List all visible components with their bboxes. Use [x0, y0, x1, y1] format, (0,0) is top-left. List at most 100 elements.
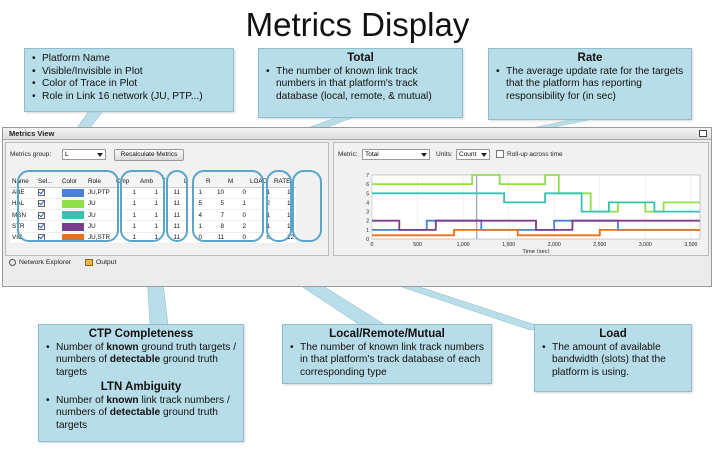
callout-lrm-heading: Local/Remote/Mutual: [329, 328, 445, 340]
chevron-down-icon: [421, 153, 427, 157]
amb-cell: 1: [138, 187, 160, 199]
status-bar: Network Explorer Output: [5, 259, 116, 266]
metrics-group-label: Metrics group:: [10, 151, 52, 158]
total-cell: 11: [160, 187, 182, 199]
role-cell: JU,PTP: [86, 187, 114, 199]
amb-cell: 1: [138, 198, 160, 211]
callout-total-text: The number of known link track numbers i…: [265, 66, 456, 104]
callout-ctp-heading: CTP Completeness: [88, 328, 194, 340]
load-cell: 1: [248, 209, 272, 222]
cmp-cell: 1: [114, 198, 138, 211]
tab-network-explorer[interactable]: Network Explorer: [19, 259, 72, 267]
window-title-text: Metrics View: [9, 129, 55, 138]
chevron-down-icon: [481, 153, 487, 157]
callout-lrm-text: The number of known link track numbers i…: [289, 342, 485, 380]
callout-rate: Rate The average update rate for the tar…: [488, 48, 692, 120]
checkbox-icon[interactable]: [38, 189, 45, 197]
y-tick-label: 6: [366, 182, 369, 188]
units-select[interactable]: Count: [456, 149, 490, 160]
mutual-cell: 2: [226, 220, 248, 233]
series-line: [372, 219, 700, 231]
x-tick-label: 1,500: [502, 242, 515, 248]
units-label: Units:: [436, 151, 453, 158]
remote-cell: 8: [204, 220, 226, 233]
visible-checkbox[interactable]: [36, 220, 60, 233]
column-header[interactable]: Amb: [138, 176, 160, 188]
network-explorer-icon: [9, 259, 16, 266]
visible-checkbox[interactable]: [36, 198, 60, 211]
rollup-checkbox[interactable]: [496, 150, 504, 158]
color-swatch[interactable]: [62, 222, 84, 231]
cmp-cell: 1: [114, 187, 138, 199]
column-header[interactable]: Sel...: [36, 176, 60, 188]
load-cell: 1: [248, 187, 272, 199]
remote-cell: 10: [204, 187, 226, 199]
color-swatch[interactable]: [62, 211, 84, 220]
highlight-cmp-amb: [120, 170, 165, 242]
x-tick-label: 1,000: [457, 242, 470, 248]
role-cell: JU,STR: [86, 232, 114, 244]
series-line: [372, 192, 700, 213]
y-tick-label: 7: [366, 173, 369, 179]
column-header[interactable]: Color: [60, 176, 86, 188]
callout-platform: Platform Name Visible/Invisible in Plot …: [24, 48, 234, 112]
trace-color-swatch[interactable]: [60, 198, 86, 211]
y-tick-label: 3: [366, 210, 369, 216]
remote-cell: 7: [204, 209, 226, 222]
checkbox-icon[interactable]: [38, 211, 45, 219]
remote-cell: 5: [204, 198, 226, 211]
callout-ctp: CTP Completeness Number of known ground …: [38, 324, 244, 442]
callout-rate-text: The average update rate for the targets …: [495, 66, 685, 104]
callout-load-heading: Load: [599, 328, 627, 340]
callout-platform-item: Role in Link 16 network (JU, PTP...): [31, 91, 227, 104]
trace-color-swatch[interactable]: [60, 220, 86, 233]
callout-platform-item: Visible/Invisible in Plot: [31, 66, 227, 79]
role-cell: JU: [86, 209, 114, 222]
highlight-platform-columns: [17, 170, 119, 242]
callout-lrm: Local/Remote/Mutual The number of known …: [282, 324, 492, 384]
rollup-label: Roll-up across time: [507, 151, 563, 158]
visible-checkbox[interactable]: [36, 187, 60, 199]
checkbox-icon[interactable]: [38, 200, 45, 208]
checkbox-icon[interactable]: [38, 222, 45, 230]
metric-label: Metric:: [338, 151, 358, 158]
metric-select[interactable]: Total: [362, 149, 430, 160]
maximize-icon[interactable]: [699, 130, 707, 137]
color-swatch[interactable]: [62, 199, 84, 208]
x-tick-label: 0: [371, 242, 374, 248]
highlight-total: [166, 170, 188, 242]
y-tick-label: 4: [366, 200, 369, 206]
tab-output[interactable]: Output: [96, 259, 117, 267]
trace-color-swatch[interactable]: [60, 232, 86, 244]
series-line: [372, 229, 700, 237]
color-swatch[interactable]: [62, 188, 84, 197]
column-header[interactable]: R: [204, 176, 226, 188]
callout-total-heading: Total: [347, 52, 374, 64]
visible-checkbox[interactable]: [36, 209, 60, 222]
mutual-cell: 0: [226, 232, 248, 244]
y-tick-label: 2: [366, 219, 369, 225]
amb-cell: 1: [138, 220, 160, 233]
units-value: Count: [459, 151, 477, 158]
callout-load-text: The amount of available bandwidth (slots…: [541, 342, 685, 380]
x-tick-label: 2,000: [548, 242, 561, 248]
chart-pane: Metric: Total Units: Count Roll-up acros…: [333, 142, 709, 256]
x-tick-label: 500: [413, 242, 422, 248]
metrics-group-select[interactable]: L: [62, 149, 106, 160]
column-header[interactable]: M: [226, 176, 248, 188]
trace-color-swatch[interactable]: [60, 187, 86, 199]
color-swatch[interactable]: [62, 233, 84, 242]
trace-color-swatch[interactable]: [60, 209, 86, 222]
x-tick-label: 3,000: [639, 242, 652, 248]
callout-ltn-heading: LTN Ambiguity: [100, 381, 182, 393]
callout-load: Load The amount of available bandwidth (…: [534, 324, 692, 392]
column-header[interactable]: Role: [86, 176, 114, 188]
amb-cell: 1: [138, 209, 160, 222]
callout-total: Total The number of known link track num…: [258, 48, 463, 118]
cmp-cell: 1: [114, 209, 138, 222]
highlight-load: [266, 170, 292, 242]
recalculate-metrics-button[interactable]: Recalculate Metrics: [114, 149, 184, 161]
window-title: Metrics View: [3, 128, 711, 140]
